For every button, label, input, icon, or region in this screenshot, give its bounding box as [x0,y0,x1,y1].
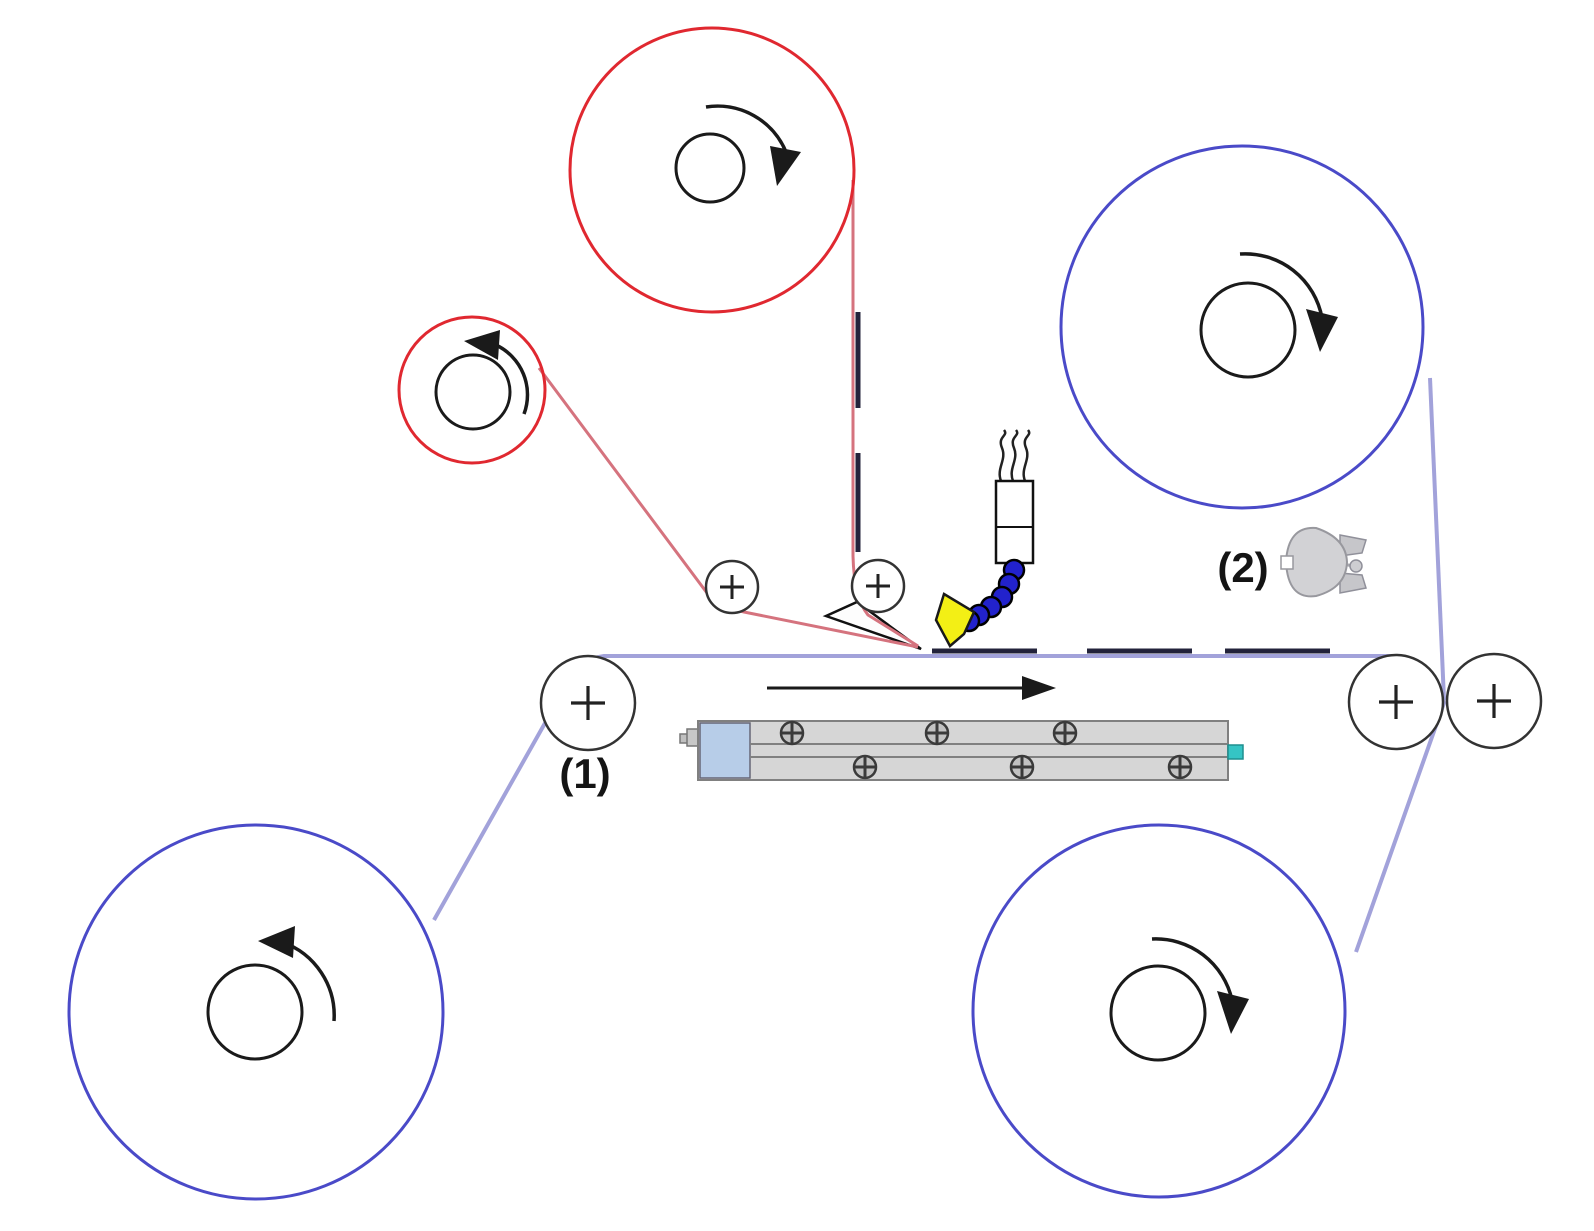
rotation-arrowhead-icon [464,330,500,360]
carrier-reels [67,144,1425,1201]
screw-icon [1009,754,1035,780]
rotation-arrowhead-icon [258,926,295,958]
carrier-guide-roller-1 [539,654,637,752]
actuator-end-cap-cyan [1227,744,1244,760]
rotation-arrowhead-icon [1306,309,1338,352]
spray-head-icon [1280,526,1367,598]
label-segments [855,312,1330,654]
carrier-unwind-reel [67,823,445,1201]
liner-rewind-reel [397,315,547,465]
nip-roller-left [1347,653,1445,751]
rotation-arrowhead-icon [1217,991,1249,1034]
direction-arrowhead-icon [1022,676,1056,700]
web-direction-arrow [767,676,1056,700]
applicator-valve-body [994,479,1035,565]
label-supply-reel [568,26,856,314]
liner-rewind-rotation-ccw [434,330,530,431]
actuator-carriage [699,722,751,779]
laminate-web-feed-path [1428,377,1446,701]
screw-icon [924,720,950,746]
actuator-body [697,720,1229,781]
linear-actuator [679,720,1244,781]
laminate-supply-reel [1059,144,1425,510]
nip-roller-right [1445,652,1543,750]
label-supply-rotation-cw [674,104,801,204]
peel-plate [822,600,922,651]
nozzle-icon [934,592,976,648]
carrier-unwind-rotation-ccw [206,926,336,1061]
applicator-cables [998,429,1031,482]
liner-idler-roller [704,559,760,615]
screw-icon [1167,754,1193,780]
marker-1-label: (1) [559,750,610,797]
spray-head-notch [1280,555,1294,570]
label-reels [397,26,856,465]
rotation-arrowhead-icon [770,146,801,186]
applicator-assembly [934,429,1035,648]
peel-idler-roller [850,558,906,614]
screw-icon [1052,720,1078,746]
marker-2-label: (2) [1217,544,1268,591]
laminate-supply-rotation-cw [1199,252,1338,379]
screw-icon [779,720,805,746]
product-rewind-reel [971,823,1347,1199]
rotation-indicators [206,104,1338,1062]
product-rewind-rotation-cw [1109,937,1249,1062]
screw-icon [852,754,878,780]
